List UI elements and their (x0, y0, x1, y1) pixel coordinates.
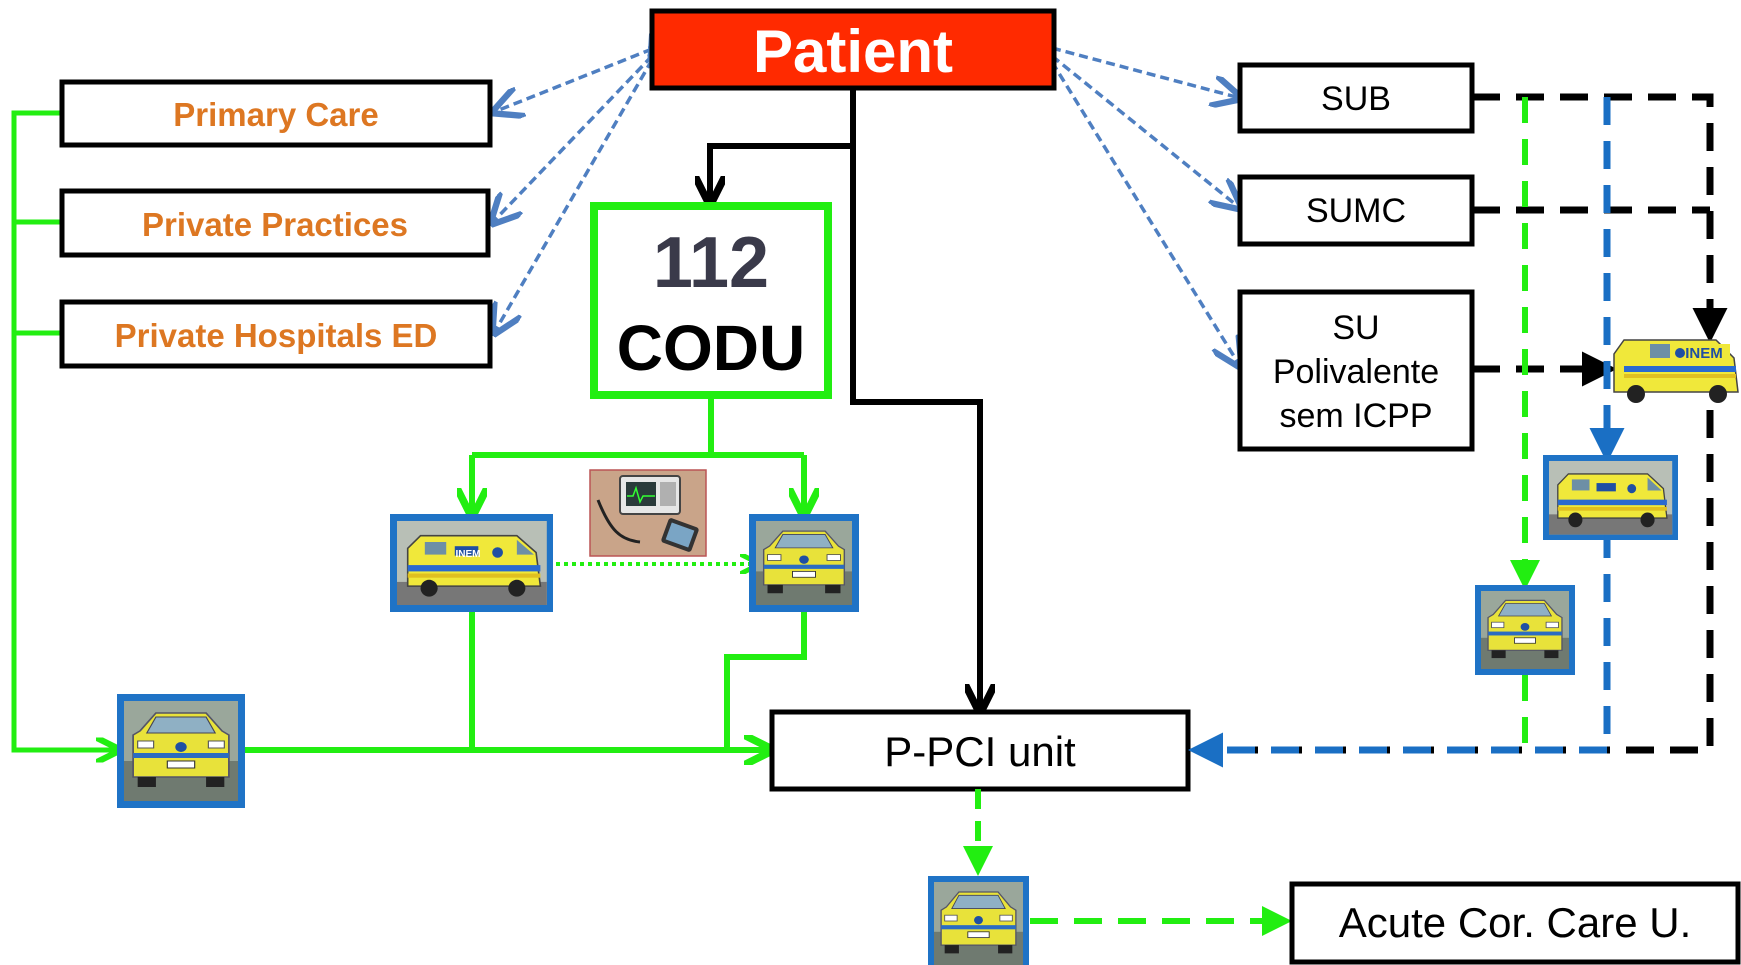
private-practices-node: Private Practices (59, 188, 491, 258)
codu-node: 112 CODU (590, 202, 832, 399)
sumc-label: SUMC (1306, 192, 1406, 230)
emergency-car-icon-right (1475, 585, 1575, 675)
patient-to-codu-and-ppci-arrows (710, 88, 980, 708)
right-blue-dashed-route (1188, 97, 1625, 768)
left-green-bus (11, 110, 116, 750)
inem-ambulance-icon: INEM (1613, 339, 1739, 403)
primary-care-node: Primary Care (59, 79, 493, 148)
private-hospitals-node: Private Hospitals ED (59, 299, 493, 369)
primary-care-label: Primary Care (173, 96, 378, 133)
ppci-unit-node: P-PCI unit (769, 709, 1191, 792)
acute-coronary-care-label: Acute Cor. Care U. (1339, 899, 1691, 946)
emergency-car-icon (749, 514, 859, 612)
sub-label: SUB (1321, 80, 1391, 118)
vehicle-to-ppci-green-lines (242, 612, 807, 750)
emergency-car-icon-bottom (928, 876, 1029, 965)
su-polivalente-node: SU Polivalente sem ICPP (1237, 289, 1475, 452)
ambulance-icon-right (1543, 455, 1678, 540)
ambulance-icon: INEM (390, 514, 553, 612)
sub-node: SUB (1237, 62, 1475, 134)
private-hospitals-label: Private Hospitals ED (115, 317, 438, 354)
codu-number: 112 (653, 223, 769, 303)
inem-ambulance-text: INEM (1685, 345, 1723, 362)
telemetry-device-icon (589, 469, 707, 557)
patient-label: Patient (753, 18, 953, 85)
emergency-car-icon-left (117, 694, 245, 808)
sumc-node: SUMC (1237, 174, 1475, 247)
codu-dispatch-lines (472, 397, 804, 512)
ambulance-inem-text: INEM (456, 549, 481, 560)
su-line-1: SU (1332, 309, 1379, 347)
su-line-3: sem ICPP (1279, 397, 1432, 435)
patient-referral-dotted-arrows (492, 48, 1240, 366)
ppci-unit-label: P-PCI unit (884, 728, 1076, 775)
su-line-2: Polivalente (1273, 353, 1439, 391)
private-practices-label: Private Practices (142, 206, 408, 243)
patient-node: Patient (649, 8, 1057, 91)
acute-coronary-care-node: Acute Cor. Care U. (1289, 881, 1741, 965)
codu-label: CODU (617, 312, 805, 384)
